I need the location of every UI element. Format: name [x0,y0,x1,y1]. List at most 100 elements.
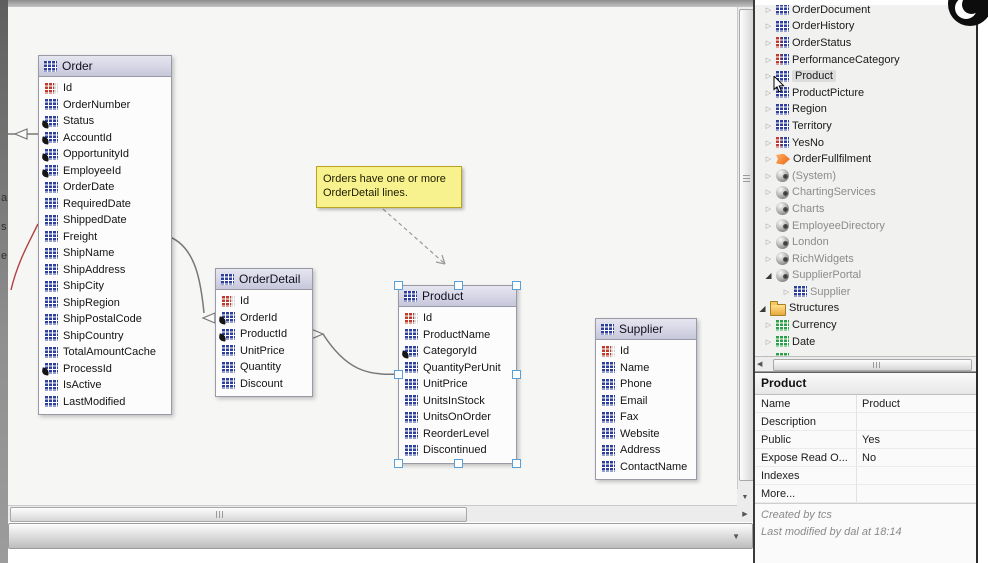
selection-handle[interactable] [394,370,403,380]
entity-header[interactable]: OrderDetail [216,269,312,290]
collapsed-arrow-icon[interactable]: ▷ [765,106,772,114]
tree-item-charts[interactable]: ▷Charts [755,201,976,218]
selection-handle[interactable] [512,281,521,290]
field-totalamountcache[interactable]: TotalAmountCache [39,344,171,361]
tree-item-orderstatus[interactable]: ▷OrderStatus [755,35,976,52]
entity-header[interactable]: Supplier [596,319,696,340]
annotation-note[interactable]: Orders have one or more OrderDetail line… [316,166,462,208]
canvas-vertical-scrollbar[interactable] [737,7,754,505]
field-name[interactable]: Name [596,360,696,377]
collapsed-arrow-icon[interactable]: ▷ [765,239,772,247]
tree-horizontal-scrollbar[interactable]: ◀ [755,356,976,372]
expanded-arrow-icon[interactable]: ◢ [759,303,766,313]
property-value[interactable]: Product [862,397,900,410]
entity-header[interactable]: Order [39,56,171,77]
field-contactname[interactable]: ContactName [596,459,696,476]
tree-item-london[interactable]: ▷London [755,234,976,251]
field-shippeddate[interactable]: ShippedDate [39,212,171,229]
field-unitsinstock[interactable]: UnitsInStock [399,393,516,410]
field-shipname[interactable]: ShipName [39,245,171,262]
field-categoryid[interactable]: CategoryId [399,343,516,360]
field-reorderlevel[interactable]: ReorderLevel [399,426,516,443]
entity-header[interactable]: Product [399,286,516,307]
field-shippostalcode[interactable]: ShipPostalCode [39,311,171,328]
property-value[interactable]: No [862,451,877,464]
field-id[interactable]: Id [216,293,312,310]
canvas-horizontal-scrollbar[interactable] [8,505,737,522]
collapsed-arrow-icon[interactable]: ▷ [765,39,772,47]
tree-item--system-[interactable]: ▷(System) [755,167,976,184]
scroll-left-button[interactable]: ◀ [757,361,763,368]
collapsed-arrow-icon[interactable]: ▷ [765,255,772,263]
collapsed-arrow-icon[interactable]: ▷ [765,156,772,164]
tree-item-chartingservices[interactable]: ▷ChartingServices [755,184,976,201]
selection-handle[interactable] [453,458,463,468]
scroll-right-button[interactable]: ▶ [737,505,753,522]
field-shipcountry[interactable]: ShipCountry [39,328,171,345]
selection-handle[interactable] [453,281,463,290]
field-address[interactable]: Address [596,442,696,459]
property-value[interactable]: Yes [862,433,880,446]
field-lastmodified[interactable]: LastModified [39,394,171,411]
field-id[interactable]: Id [596,343,696,360]
field-productid[interactable]: ProductId [216,326,312,343]
tree-item-orderdocument[interactable]: ▷OrderDocument [755,2,976,19]
tree-item-orderfullfilment[interactable]: ▷OrderFullfilment [755,151,976,168]
field-shipaddress[interactable]: ShipAddress [39,262,171,279]
vertical-scroll-thumb[interactable] [739,9,754,481]
field-id[interactable]: Id [39,80,171,97]
tree-item-product[interactable]: ▷Product [755,68,976,85]
selection-handle[interactable] [512,370,521,380]
field-shipcity[interactable]: ShipCity [39,278,171,295]
field-requireddate[interactable]: RequiredDate [39,196,171,213]
field-unitprice[interactable]: UnitPrice [216,343,312,360]
tree-item-supplierportal[interactable]: ◢SupplierPortal [755,267,976,284]
field-unitprice[interactable]: UnitPrice [399,376,516,393]
field-productname[interactable]: ProductName [399,327,516,344]
tree-item-currency[interactable]: ▷Currency [755,317,976,334]
collapsed-arrow-icon[interactable]: ▷ [765,338,772,346]
field-discontinued[interactable]: Discontinued [399,442,516,459]
field-opportunityid[interactable]: OpportunityId [39,146,171,163]
field-quantityperunit[interactable]: QuantityPerUnit [399,360,516,377]
field-employeeid[interactable]: EmployeeId [39,163,171,180]
tree-item-territory[interactable]: ▷Territory [755,118,976,135]
collapsed-arrow-icon[interactable]: ▷ [765,189,772,197]
field-fax[interactable]: Fax [596,409,696,426]
horizontal-scroll-thumb[interactable] [10,507,467,522]
tree-item-date[interactable]: ▷Date [755,333,976,350]
field-processid[interactable]: ProcessId [39,361,171,378]
field-orderid[interactable]: OrderId [216,310,312,327]
field-freight[interactable]: Freight [39,229,171,246]
field-unitsonorder[interactable]: UnitsOnOrder [399,409,516,426]
selection-handle[interactable] [394,458,403,468]
collapsed-arrow-icon[interactable]: ▷ [783,288,790,296]
collapsed-arrow-icon[interactable]: ▷ [765,322,772,330]
collapsed-arrow-icon[interactable]: ▷ [765,139,772,147]
field-shipregion[interactable]: ShipRegion [39,295,171,312]
tree-scroll-thumb[interactable] [773,359,972,371]
tree-item-productpicture[interactable]: ▷ProductPicture [755,84,976,101]
collapsed-arrow-icon[interactable]: ▷ [765,122,772,130]
collapsed-arrow-icon[interactable]: ▷ [765,222,772,230]
tree-item-structures[interactable]: ◢Structures [755,300,976,317]
tree-item-employeedirectory[interactable]: ▷EmployeeDirectory [755,217,976,234]
field-isactive[interactable]: IsActive [39,377,171,394]
field-discount[interactable]: Discount [216,376,312,393]
field-accountid[interactable]: AccountId [39,130,171,147]
field-phone[interactable]: Phone [596,376,696,393]
bottom-panel-bar[interactable]: ▼ [8,523,753,549]
collapsed-arrow-icon[interactable]: ▷ [765,6,772,14]
collapsed-arrow-icon[interactable]: ▷ [765,73,772,81]
scroll-down-button[interactable]: ▼ [737,489,753,505]
collapse-down-icon[interactable]: ▼ [732,532,740,541]
expanded-arrow-icon[interactable]: ◢ [765,270,772,280]
selection-handle[interactable] [512,458,521,468]
tree-item-yesno[interactable]: ▷YesNo [755,134,976,151]
collapsed-arrow-icon[interactable]: ▷ [765,56,772,64]
field-status[interactable]: Status [39,113,171,130]
